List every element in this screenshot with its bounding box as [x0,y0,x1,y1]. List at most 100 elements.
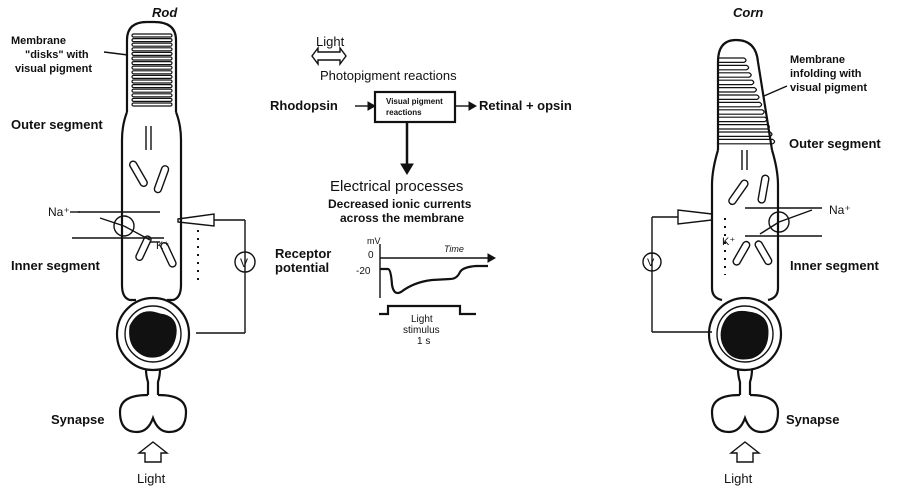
cone-infolding [718,87,757,93]
cone-mitochondrion-4 [754,240,773,266]
receptor-label-1: Receptor [275,246,331,261]
cone-infolding [718,116,768,123]
rod-membrane-pointer [103,51,129,56]
rod-disk [131,51,173,57]
rod-disk [131,97,173,103]
stimulus-label-3: 1 s [417,336,430,347]
rod-disk [131,102,173,107]
retinal-opsin-label: Retinal + opsin [479,98,572,113]
cone-voltmeter [642,252,662,272]
rod-mitochondrion-2 [153,165,170,194]
center-light-arrow-icon [311,45,347,67]
cone-na-label: Na⁺ [829,203,851,217]
rod-disk [131,42,173,47]
rod-mitochondrion-4 [160,241,177,268]
cone-membrane-infoldings [718,57,776,145]
cone-synaptic-terminal [710,393,780,434]
rod-membrane-label-3: visual pigment [15,63,92,75]
cone-ion-channel [745,207,822,237]
cone-infolding [718,124,770,130]
stimulus-trace [379,304,476,316]
rod-disk [131,70,173,75]
cone-membrane-label-1: Membrane [790,54,845,66]
phototransduction-flow: Light Photopigment reactions Rhodopsin V… [270,34,572,347]
rod-axon [144,368,162,395]
zero-label: 0 [368,250,374,261]
stimulus-label-1: Light [411,314,433,325]
retinal-arrowhead [468,101,478,111]
cone-infolding [718,79,755,86]
cone-infolding [718,94,760,100]
rod-microelectrode [177,213,215,227]
rod-synaptic-terminal [118,393,188,434]
cone-inner-segment-label: Inner segment [790,258,880,273]
rod-inner-wall-right [174,111,183,285]
photopigment-title: Photopigment reactions [320,68,457,83]
rod-nucleus [129,311,177,358]
cone-neck [710,287,780,302]
rod-inner-wall-left [120,111,129,285]
cone-infolding [718,64,750,71]
cone-membrane-pointer [763,85,788,97]
box-label-1: Visual pigment [386,97,443,106]
process-arrowhead [400,163,414,175]
rod-disk [131,74,173,80]
cone-outer-segment-label: Outer segment [789,136,881,151]
rod-disk [131,83,173,89]
cone-outer-segment [716,38,774,151]
rod-disk [131,47,173,52]
rod-disk [131,37,173,43]
rod-voltmeter-label: V [240,256,248,270]
cone-membrane-label-3: visual pigment [790,82,867,94]
rod-light-arrow-icon [136,441,170,463]
rod-neck [120,284,183,302]
rod-mitochondrion-1 [128,160,148,188]
rod-disk-stack [131,33,173,107]
cone-k-label: K⁺ [722,236,735,248]
rod-ion-channel [70,211,164,243]
visual-pigment-box [373,90,457,124]
rod-disk [131,33,173,38]
rod-nucleus-membrane [124,305,182,363]
rod-disk [131,56,173,61]
cone-microelectrode [677,209,713,225]
rod-mitochondrion-3 [135,235,152,262]
rhodopsin-arrowhead [367,101,377,111]
cone-voltmeter-label: V [647,257,655,269]
cone-infolding [718,109,765,115]
decreased-line-2: across the membrane [340,211,464,225]
cone-mitochondrion-3 [732,240,751,266]
cone-infolding [718,101,763,108]
cone-light-label: Light [724,471,753,486]
rod-cell: Rod Na⁺ K⁺ V [11,5,256,486]
time-label: Time [444,244,464,254]
rod-outer-segment [125,20,178,112]
receptor-label-2: potential [275,260,329,275]
cone-light-arrow-icon [728,441,762,463]
rod-synapse-label: Synapse [51,412,104,427]
box-label-2: reactions [386,108,422,117]
rod-disk [131,93,173,98]
cone-synapse-label: Synapse [786,412,839,427]
rod-voltmeter [234,251,256,273]
cone-nucleus [720,310,769,360]
center-light-label: Light [316,34,345,49]
rhodopsin-label: Rhodopsin [270,98,338,113]
cone-infolding [718,57,747,63]
rod-disk [131,60,173,66]
rod-disk [131,79,173,84]
rod-cell-body [115,296,191,372]
electrical-title: Electrical processes [330,178,463,195]
rod-light-label: Light [137,471,166,486]
cone-title: Corn [733,5,763,20]
rod-title: Rod [152,5,178,20]
rod-membrane-label-1: Membrane [11,35,66,47]
cone-inner-wall-left [710,149,720,288]
cone-cell-body [707,296,783,372]
rod-inner-segment-label: Inner segment [11,258,101,273]
rod-membrane-label-2: "disks" with [25,49,89,61]
cone-inner-wall-right [770,149,780,288]
cone-axon [736,368,754,395]
mv-label: mV [367,236,381,246]
